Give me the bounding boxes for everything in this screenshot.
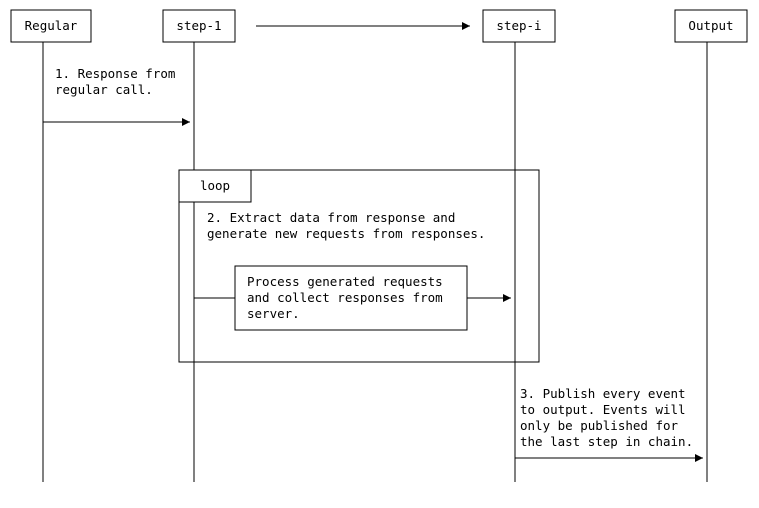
participant-regular: Regular bbox=[10, 9, 92, 43]
process-box-line-1: Process generated requests bbox=[247, 274, 443, 289]
participant-step-i: step-i bbox=[482, 9, 556, 43]
participant-output-label: Output bbox=[688, 18, 733, 33]
message-3-line-3: only be published for bbox=[520, 418, 679, 433]
participant-step-1: step-1 bbox=[162, 9, 236, 43]
participant-output: Output bbox=[674, 9, 748, 43]
message-2-line-1: 2. Extract data from response and bbox=[207, 210, 455, 225]
loop-label-box bbox=[178, 169, 252, 203]
message-3-line-1: 3. Publish every event bbox=[520, 386, 686, 401]
participant-step-i-label: step-i bbox=[496, 18, 541, 33]
process-box-line-2: and collect responses from bbox=[247, 290, 443, 305]
message-2-line-2: generate new requests from responses. bbox=[207, 226, 485, 241]
participant-step-1-label: step-1 bbox=[176, 18, 221, 33]
loop-frame bbox=[178, 169, 540, 363]
message-3-line-2: to output. Events will bbox=[520, 402, 686, 417]
message-3-line-4: the last step in chain. bbox=[520, 434, 693, 449]
process-box bbox=[234, 265, 468, 331]
message-1-line-1: 1. Response from bbox=[55, 66, 175, 81]
participant-regular-label: Regular bbox=[25, 18, 78, 33]
message-1-line-2: regular call. bbox=[55, 82, 153, 97]
process-box-line-3: server. bbox=[247, 306, 300, 321]
loop-label: loop bbox=[200, 178, 230, 193]
